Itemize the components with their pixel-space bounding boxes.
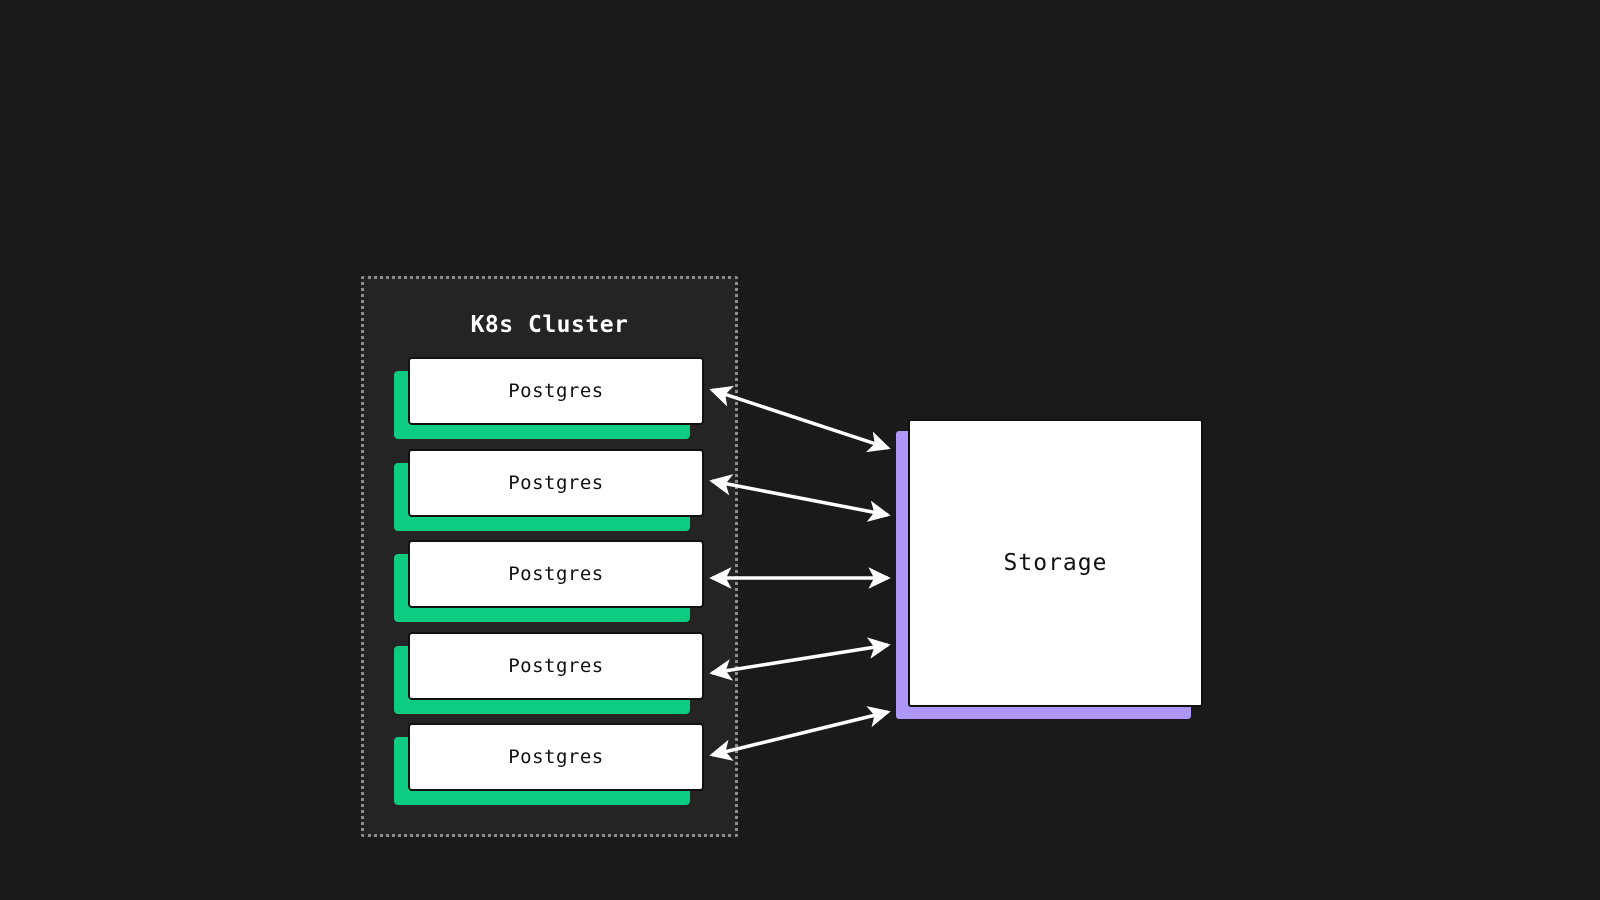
- connector-pod-1-to-storage: [709, 385, 891, 453]
- pod-card[interactable]: Postgres: [408, 540, 704, 608]
- storage-label: Storage: [1003, 550, 1108, 576]
- pod-label: Postgres: [508, 655, 604, 677]
- pod-node-1[interactable]: Postgres: [394, 357, 704, 439]
- pod-label: Postgres: [508, 746, 604, 768]
- pod-label: Postgres: [508, 472, 604, 494]
- pod-card[interactable]: Postgres: [408, 449, 704, 517]
- pod-node-4[interactable]: Postgres: [394, 632, 704, 714]
- pod-node-3[interactable]: Postgres: [394, 540, 704, 622]
- pod-label: Postgres: [508, 380, 604, 402]
- storage-card[interactable]: Storage: [908, 419, 1203, 707]
- pod-card[interactable]: Postgres: [408, 632, 704, 700]
- cluster-title: K8s Cluster: [470, 312, 629, 338]
- pod-node-5[interactable]: Postgres: [394, 723, 704, 805]
- pod-node-2[interactable]: Postgres: [394, 449, 704, 531]
- pod-card[interactable]: Postgres: [408, 723, 704, 791]
- connector-pod-5-to-storage: [709, 706, 891, 761]
- pod-card[interactable]: Postgres: [408, 357, 704, 425]
- storage-node[interactable]: Storage: [896, 419, 1203, 719]
- connector-pod-4-to-storage: [709, 637, 891, 681]
- connector-pod-2-to-storage: [709, 474, 891, 522]
- pod-label: Postgres: [508, 563, 604, 585]
